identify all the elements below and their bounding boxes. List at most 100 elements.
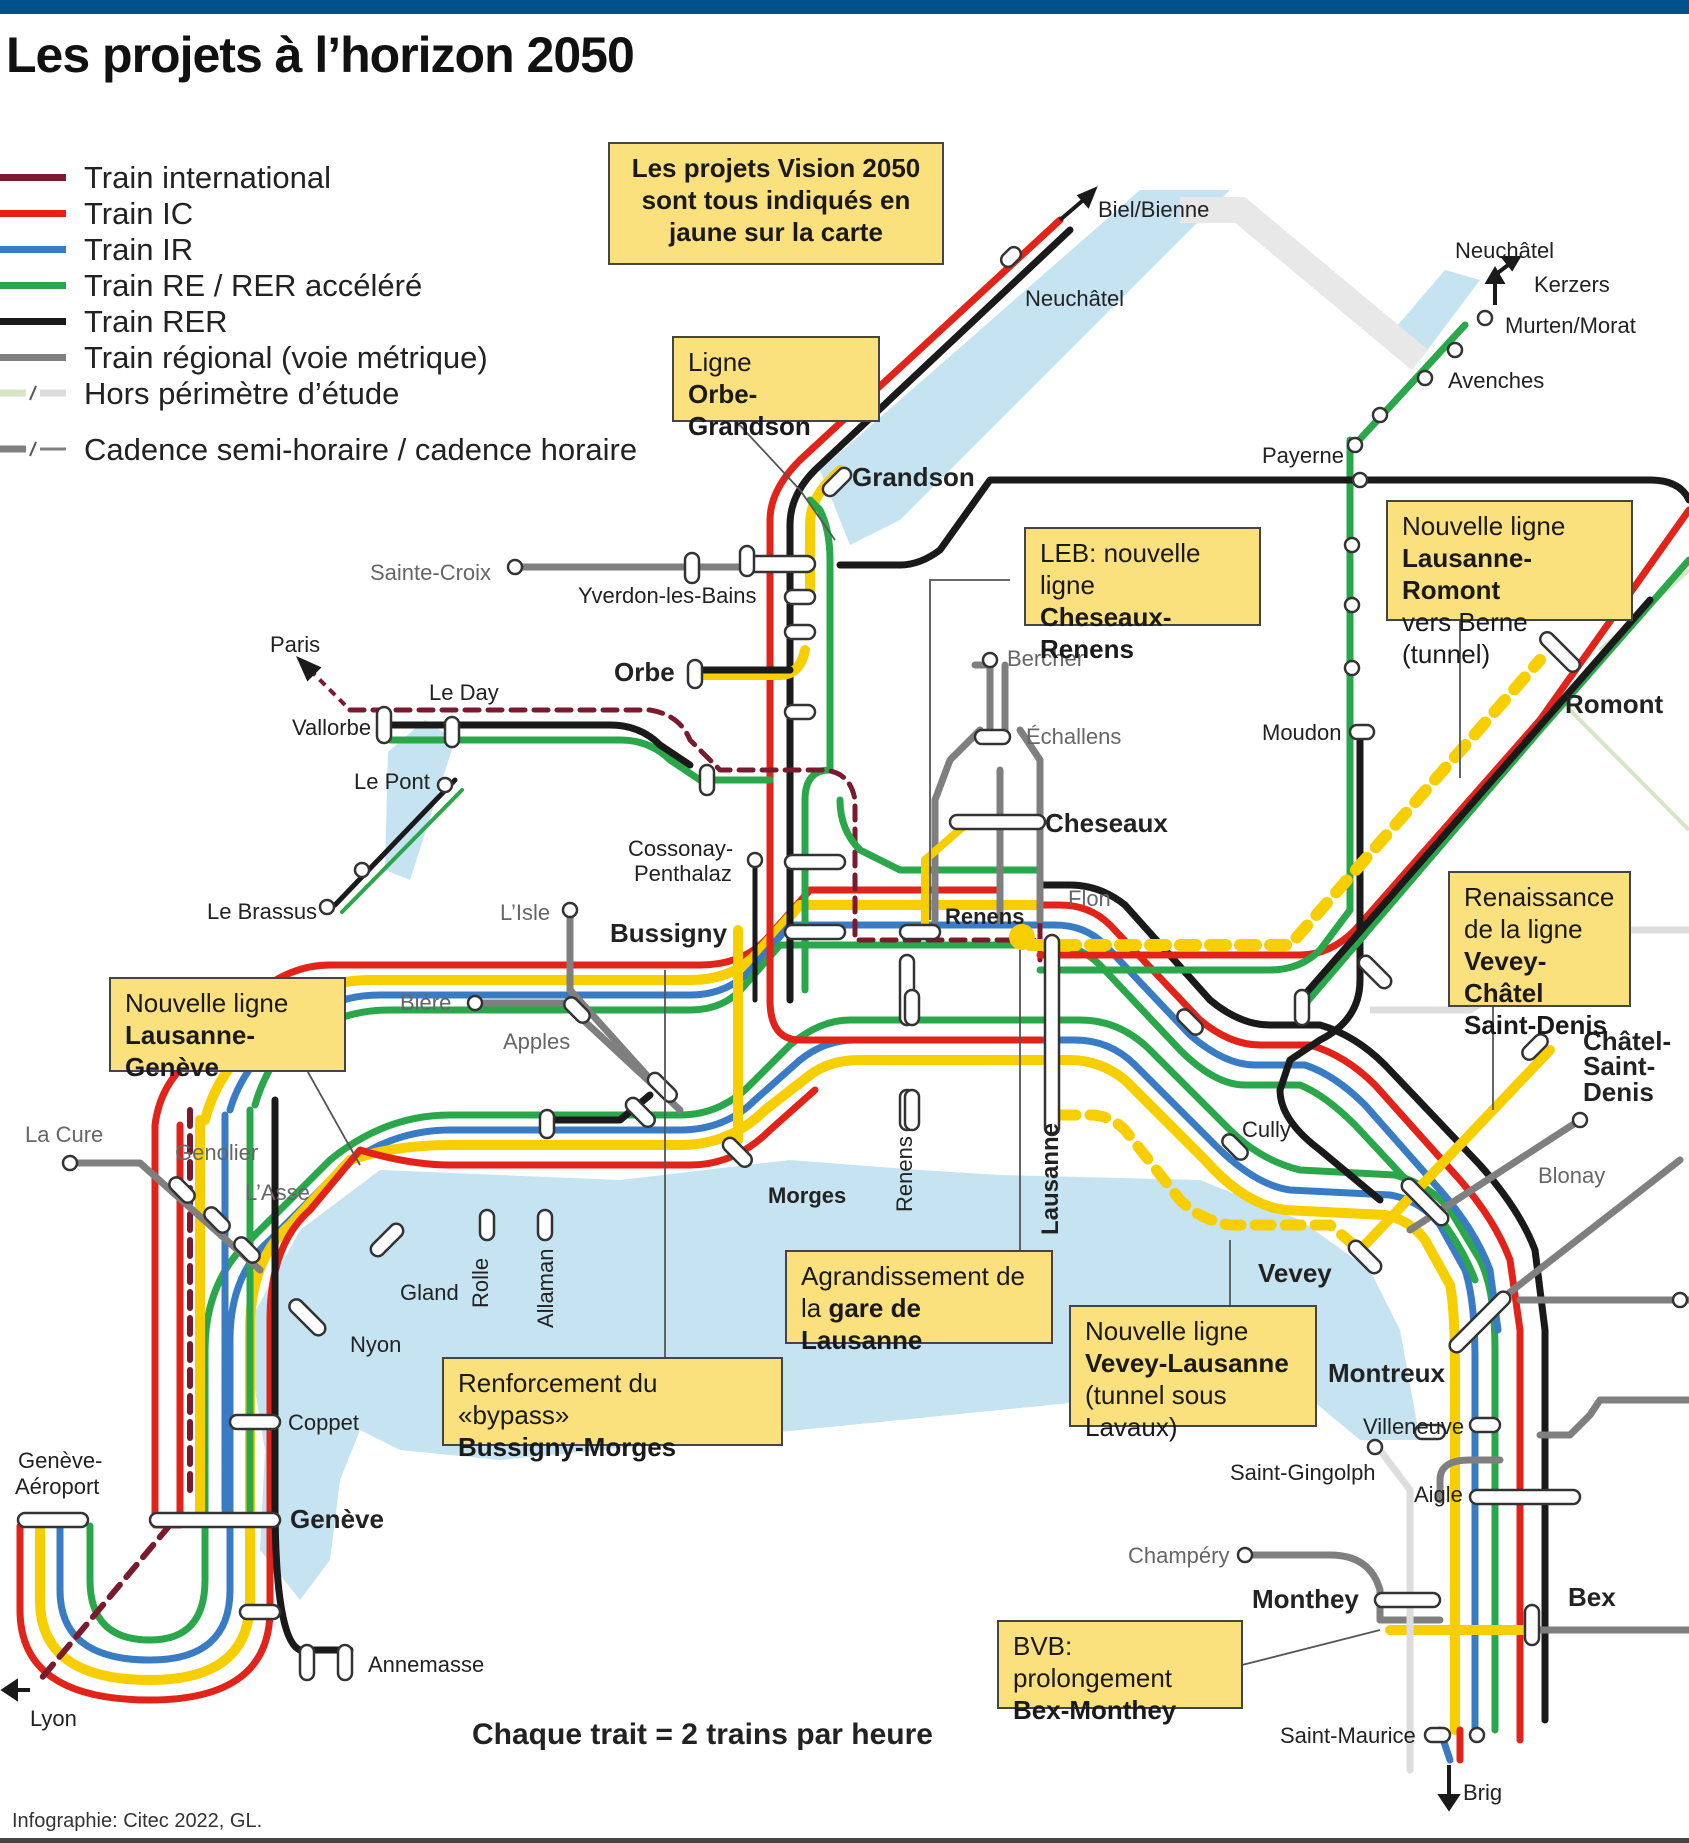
callout-text: jaune sur la carte: [669, 217, 883, 247]
place-label: Genolier: [175, 1140, 258, 1165]
leader-line: [734, 419, 836, 541]
place-label: Le Pont: [354, 769, 430, 794]
legend-item: Train IR: [0, 232, 680, 267]
international-line: [37, 1522, 173, 1683]
station-marker: [1348, 723, 1376, 741]
regional-line: [1536, 1396, 1689, 1439]
stop-dot: [1366, 1438, 1384, 1456]
station-marker: [683, 551, 701, 585]
rer-line: [1296, 596, 1654, 1004]
leader-line: [1241, 1629, 1381, 1666]
station-marker: [903, 988, 921, 1027]
ic-line: [766, 996, 1044, 1044]
re-line: [386, 736, 774, 784]
place-label: Yverdon-les-Bains: [578, 583, 757, 608]
callout-text: gare de Lausanne: [801, 1293, 923, 1355]
place-label: Sainte-Croix: [370, 560, 491, 585]
callout-text: BVB: prolongement: [1013, 1631, 1172, 1693]
place-label: Lyon: [30, 1706, 77, 1731]
lakes: [245, 190, 1480, 1600]
stop-dot: [61, 1154, 79, 1172]
place-label: Orbe: [614, 657, 675, 687]
place-label: Champéry: [1128, 1543, 1229, 1568]
station-marker: [783, 588, 817, 606]
callout-text: Nouvelle ligne: [1402, 511, 1566, 541]
place-label: Aigle: [1414, 1482, 1463, 1507]
vision-line-vevey-lausanne: [1054, 1109, 1366, 1256]
station-marker: [903, 1088, 921, 1132]
place-label: Kerzers: [1534, 272, 1610, 297]
stop-dot: [466, 994, 484, 1012]
place-label: Saint-Maurice: [1280, 1723, 1416, 1748]
station-marker: [898, 923, 942, 941]
lake-neuchatel: [820, 190, 1230, 545]
legend-item: Hors périmètre d’étude: [0, 376, 680, 411]
station-marker: [783, 923, 847, 941]
regional-line: [1496, 1156, 1684, 1304]
place-label: Rolle: [468, 1258, 493, 1308]
callout-lausanne-romont: Nouvelle ligne Lausanne-Romont vers Bern…: [1386, 500, 1633, 669]
place-label: Échallens: [1026, 724, 1121, 749]
ic-line: [766, 216, 1064, 1004]
place-label: Cheseaux: [1045, 808, 1168, 838]
station-marker: [973, 728, 1012, 746]
arrow-paris-icon: [310, 670, 347, 707]
callout-text: de la ligne: [1464, 914, 1583, 944]
place-label: Monthey: [1252, 1584, 1359, 1614]
callout-text: Renaissance: [1464, 882, 1615, 912]
station-marker: [738, 544, 756, 578]
station-marker: [168, 1176, 196, 1204]
place-label: Cully: [1242, 1117, 1291, 1142]
place-label: Lausanne: [1037, 1123, 1064, 1235]
station-marker: [1423, 1726, 1452, 1744]
place-labels: Biel/Bienne Neuchâtel Neuchâtel Kerzers …: [15, 197, 1671, 1805]
station-marker: [698, 763, 716, 797]
place-label: Moudon: [1262, 720, 1342, 745]
place-label: Biel/Bienne: [1098, 197, 1209, 222]
callout-text: Les projets Vision 2050: [631, 153, 921, 183]
place-label: L’Isle: [500, 900, 550, 925]
station-marker: [288, 1298, 327, 1337]
station-marker: [1521, 1033, 1549, 1061]
small-stops: [61, 309, 1689, 1744]
station-marker: [375, 705, 393, 745]
station-marker: [1539, 631, 1581, 673]
legend-swatch: [0, 441, 66, 457]
legend-label: Hors périmètre d’étude: [84, 376, 400, 411]
place-label: Avenches: [1448, 368, 1544, 393]
place-label: Nyon: [350, 1332, 401, 1357]
lake-leman: [245, 1160, 1420, 1600]
vision-line-lausanne-romont: [1024, 654, 1546, 951]
stop-dot: [981, 651, 999, 669]
place-label: Genève-: [18, 1448, 102, 1473]
legend-swatch: [0, 385, 66, 401]
station-marker: [1293, 988, 1311, 1027]
place-label: Annemasse: [368, 1652, 484, 1677]
callout-text: Orbe-Grandson: [688, 379, 811, 441]
callout-vision2050: Les projets Vision 2050 sont tous indiqu…: [608, 142, 944, 265]
legend-item: Train IC: [0, 196, 680, 231]
station-marker: [783, 703, 817, 721]
legend-swatch: [0, 246, 66, 253]
callout-leb: LEB: nouvelle ligne Cheseaux-Renens: [1024, 527, 1261, 664]
callout-text: Agrandissement de: [801, 1261, 1026, 1291]
station-marker: [948, 813, 1047, 831]
place-label: Genève: [290, 1504, 384, 1534]
legend-label: Cadence semi-horaire / cadence horaire: [84, 432, 638, 467]
vision-line-vevey-chatel: [1355, 1045, 1555, 1255]
station-marker: [999, 245, 1023, 269]
station-marker: [743, 554, 817, 574]
callout-text: Renforcement du «bypass»: [458, 1368, 658, 1430]
place-label: Renens: [945, 904, 1024, 929]
callout-text: Bex-Monthey: [1013, 1695, 1177, 1725]
stop-dot: [1468, 1726, 1486, 1744]
station-marker: [369, 1222, 405, 1258]
place-label: Saint-Gingolph: [1230, 1460, 1376, 1485]
station-marker: [336, 1643, 354, 1682]
callout-vevey-lausanne: Nouvelle ligne Vevey-Lausanne (tunnel so…: [1069, 1305, 1317, 1442]
legend-swatch: [0, 318, 66, 325]
ic-line: [16, 1086, 819, 1704]
station-marker: [686, 658, 704, 690]
re-line: [801, 496, 834, 994]
stop-dot: [1236, 1546, 1254, 1564]
